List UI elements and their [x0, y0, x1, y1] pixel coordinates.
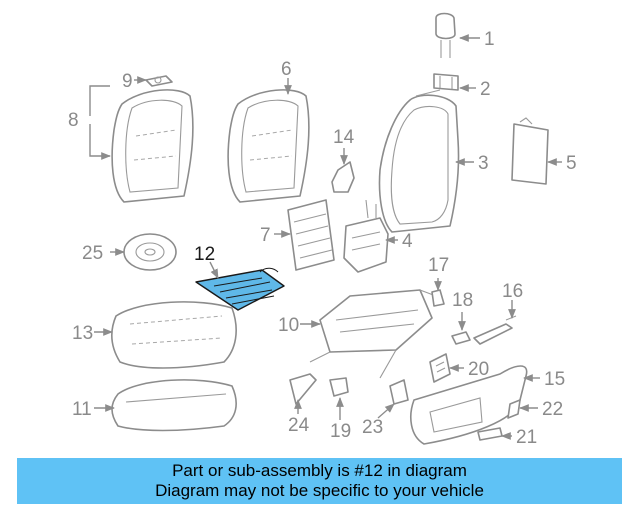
callout-labels: 1 2 3 4 5 6 7 8 9 10 11 12 13 14 15 16 1… — [68, 29, 577, 448]
part-trim[interactable] — [289, 373, 317, 405]
part-side-shield[interactable] — [410, 365, 528, 445]
callout-1: 1 — [484, 29, 495, 50]
part-clip-19[interactable] — [329, 377, 349, 397]
info-banner: Part or sub-assembly is #12 in diagram D… — [17, 458, 622, 504]
part-motor-assembly[interactable] — [343, 199, 389, 273]
callout-19: 19 — [330, 421, 351, 442]
part-seat-back-cover[interactable] — [227, 89, 310, 203]
callout-14: 14 — [333, 127, 355, 148]
banner-line-disclaimer: Diagram may not be specific to your vehi… — [155, 481, 484, 500]
callout-6: 6 — [281, 59, 292, 80]
part-lever[interactable] — [473, 315, 517, 345]
part-seat-back-frame[interactable] — [378, 89, 460, 233]
callout-22: 22 — [542, 399, 563, 420]
part-headrest[interactable] — [435, 12, 456, 59]
part-back-panel[interactable] — [511, 117, 549, 185]
callout-25: 25 — [82, 243, 103, 264]
part-clip[interactable] — [145, 75, 173, 87]
callout-12-highlighted: 12 — [194, 244, 215, 265]
callout-2: 2 — [480, 79, 491, 100]
part-seat-cushion[interactable] — [111, 379, 237, 432]
callout-9: 9 — [122, 71, 133, 92]
callout-17: 17 — [428, 255, 449, 276]
callout-4: 4 — [402, 231, 413, 252]
callout-10: 10 — [278, 315, 299, 336]
part-knob[interactable] — [507, 399, 521, 419]
callout-15: 15 — [544, 369, 565, 390]
part-bracket[interactable] — [331, 161, 355, 193]
banner-line-part: Part or sub-assembly is #12 in diagram — [172, 461, 467, 480]
callout-20: 20 — [468, 359, 489, 380]
callout-23: 23 — [362, 417, 383, 438]
callout-5: 5 — [566, 153, 577, 174]
parts-diagram: 1 2 3 4 5 6 7 8 9 10 11 12 13 14 15 16 1… — [68, 12, 577, 448]
part-cap[interactable] — [451, 331, 471, 345]
callout-16: 16 — [502, 281, 523, 302]
part-lumbar-support[interactable] — [287, 199, 335, 271]
part-retainer[interactable] — [123, 233, 177, 271]
part-12-highlighted[interactable] — [195, 267, 285, 311]
callout-8: 8 — [68, 110, 79, 131]
callout-24: 24 — [288, 415, 310, 436]
callout-7: 7 — [260, 225, 271, 246]
part-seat-frame[interactable] — [309, 289, 437, 379]
part-clip-17[interactable] — [431, 289, 445, 307]
part-seat-back-cushion[interactable] — [111, 89, 194, 203]
part-cover[interactable] — [389, 379, 409, 405]
callout-21: 21 — [516, 427, 537, 448]
part-headrest-guide[interactable] — [433, 73, 459, 91]
callout-18: 18 — [452, 290, 473, 311]
callout-11: 11 — [72, 399, 92, 420]
callout-3: 3 — [478, 153, 489, 174]
part-switch[interactable] — [429, 353, 451, 383]
callout-13: 13 — [72, 323, 93, 344]
leader-lines — [89, 34, 562, 440]
part-seat-cushion-cover[interactable] — [111, 301, 237, 369]
